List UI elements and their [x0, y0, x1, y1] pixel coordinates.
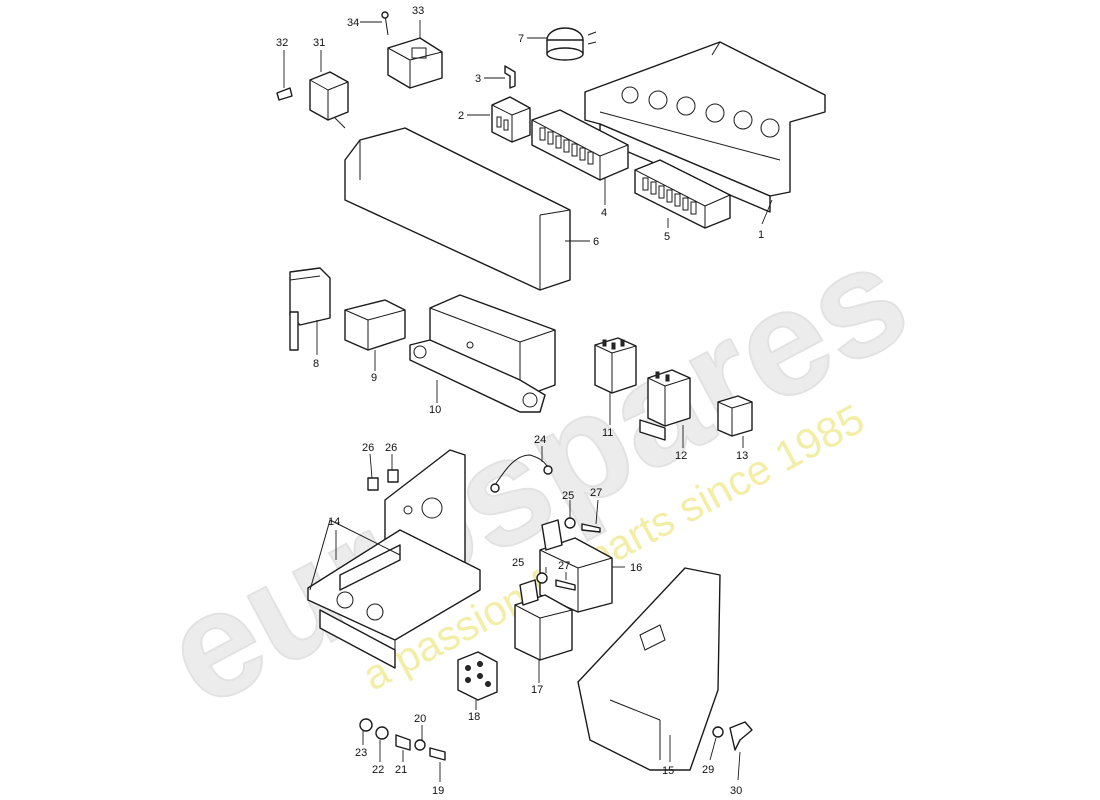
wing-nut-30: [729, 721, 753, 751]
callout-11: 11: [602, 427, 613, 439]
bolt-19: [429, 747, 446, 761]
callout-27a: 27: [590, 487, 602, 499]
callout-31: 31: [313, 37, 325, 49]
bolt-27a: [581, 523, 601, 533]
callout-26a: 26: [362, 442, 374, 454]
callout-2: 2: [458, 110, 464, 122]
part-round-relay: [546, 27, 597, 61]
callout-33: 33: [412, 5, 424, 17]
callout-20: 20: [414, 713, 426, 725]
part-fuse-box-cover: [344, 127, 571, 291]
watermark: eurospares a passion for parts since 198…: [138, 209, 933, 739]
part-relay-bracket-12: [639, 369, 691, 441]
part-relay-bracket-16: [539, 519, 613, 613]
leader-lines: [283, 20, 773, 782]
clip-nut-26a: [367, 477, 379, 491]
callout-15: 15: [662, 765, 674, 777]
callout-labels: 1 2 3 4 5 6 7 8 9 10 11 12 13 14 15 16 1…: [276, 5, 764, 797]
callout-18: 18: [468, 711, 480, 723]
screw-32: [276, 87, 293, 101]
part-mounting-plate: [584, 41, 826, 213]
callout-1: 1: [758, 229, 764, 241]
part-relay-33: [387, 37, 443, 89]
callout-5: 5: [664, 231, 670, 243]
part-control-unit: [409, 294, 556, 413]
part-fuse-box-2: [634, 159, 731, 229]
washer-20: [414, 739, 426, 751]
callout-9: 9: [371, 372, 377, 384]
part-relay-9: [344, 299, 406, 351]
callout-24: 24: [534, 434, 546, 446]
fasteners: [276, 11, 753, 761]
part-clip: [504, 65, 516, 89]
callout-26b: 26: [385, 442, 397, 454]
callout-16: 16: [630, 562, 642, 574]
callout-13: 13: [736, 450, 748, 462]
part-relay-cover: [577, 567, 721, 771]
watermark-brand: eurospares: [139, 210, 932, 738]
part-relay-socket: [457, 651, 498, 701]
callout-25a: 25: [562, 490, 574, 502]
part-mounting-bracket: [307, 449, 481, 669]
callout-7: 7: [518, 33, 524, 45]
callout-8: 8: [313, 358, 319, 370]
callout-3: 3: [475, 73, 481, 85]
callout-22: 22: [372, 764, 384, 776]
callout-10: 10: [429, 404, 441, 416]
washer-29: [712, 726, 724, 738]
callout-17: 17: [531, 684, 543, 696]
part-relay-11: [594, 337, 637, 394]
callout-27b: 27: [558, 560, 570, 572]
part-relay-bracket-8: [289, 267, 331, 351]
bolt-27b: [555, 579, 576, 591]
bolt-21: [395, 734, 411, 751]
washer-25b: [536, 572, 548, 584]
part-relay-13: [717, 395, 753, 437]
callout-29: 29: [702, 764, 714, 776]
washer-25a: [564, 517, 576, 529]
callout-19: 19: [432, 785, 444, 797]
part-fuse-box: [531, 109, 629, 181]
callout-30: 30: [730, 785, 742, 797]
callout-23: 23: [355, 747, 367, 759]
washer-22: [375, 726, 389, 740]
callout-25b: 25: [512, 557, 524, 569]
part-relay-17: [514, 579, 573, 661]
part-relay-31: [309, 71, 349, 129]
part-ground-strap: [490, 454, 553, 493]
callout-12: 12: [675, 450, 687, 462]
nut-23: [359, 718, 373, 732]
callout-14: 14: [328, 516, 340, 528]
callout-6: 6: [593, 236, 599, 248]
part-small-fuse-block: [491, 96, 531, 143]
callout-21: 21: [395, 764, 407, 776]
clip-nut-26b: [387, 469, 399, 483]
callout-34: 34: [347, 17, 359, 29]
callout-32: 32: [276, 37, 288, 49]
callout-4: 4: [601, 207, 607, 219]
